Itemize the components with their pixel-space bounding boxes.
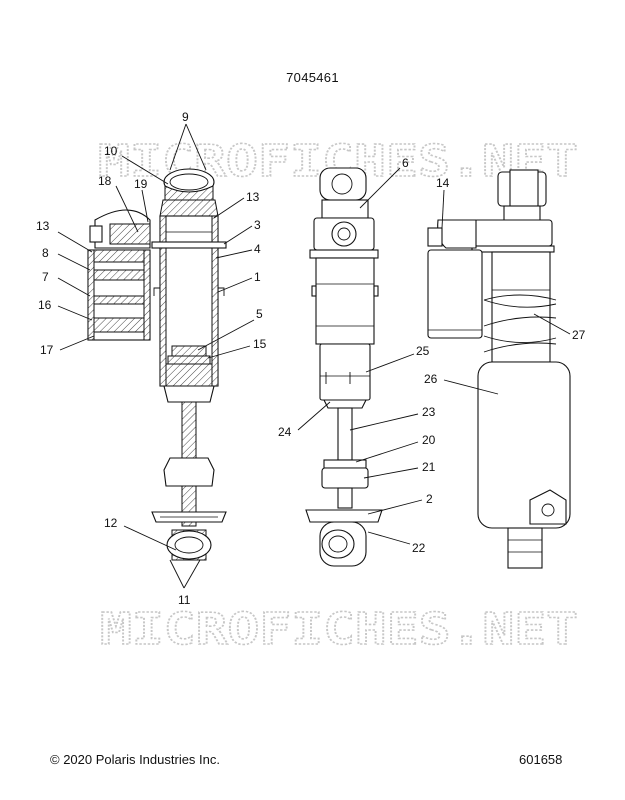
diagram-part-number: 7045461	[286, 70, 339, 85]
callout-24: 24	[278, 425, 292, 439]
assembled-shock	[305, 167, 383, 567]
callout-25: 25	[416, 344, 430, 358]
callout-6: 6	[402, 156, 409, 170]
callout-21: 21	[422, 460, 436, 474]
sectioned-shock	[87, 168, 227, 561]
callout-17: 17	[40, 343, 54, 357]
callout-18: 18	[98, 174, 112, 188]
callout-10: 10	[104, 144, 118, 158]
callout-27: 27	[572, 328, 586, 342]
footer-figure-id: 601658	[519, 752, 563, 767]
callout-11: 11	[178, 593, 191, 607]
callout-labels: 9 10 18 19 13 3 4 1 5 15 13 8 7 16 17 12…	[36, 110, 586, 607]
callout-12: 12	[104, 516, 118, 530]
callout-7: 7	[42, 270, 49, 284]
callout-8: 8	[42, 246, 49, 260]
callout-5: 5	[256, 307, 263, 321]
callout-2: 2	[426, 492, 433, 506]
callout-16: 16	[38, 298, 52, 312]
callout-23: 23	[422, 405, 436, 419]
callout-3: 3	[254, 218, 261, 232]
callout-13-right: 13	[246, 190, 260, 204]
footer-copyright: © 2020 Polaris Industries Inc.	[50, 752, 220, 767]
leader-lines	[57, 123, 571, 589]
callout-1: 1	[254, 270, 261, 284]
callout-19: 19	[134, 177, 148, 191]
callout-14: 14	[436, 176, 450, 190]
callout-9: 9	[182, 110, 189, 124]
callout-20: 20	[422, 433, 436, 447]
shock-with-spring	[427, 169, 571, 569]
watermark-bottom: MICROFICHES.NET	[100, 604, 578, 655]
callout-26: 26	[424, 372, 438, 386]
callout-22: 22	[412, 541, 426, 555]
callout-15: 15	[253, 337, 267, 351]
callout-4: 4	[254, 242, 261, 256]
callout-13-left: 13	[36, 219, 50, 233]
